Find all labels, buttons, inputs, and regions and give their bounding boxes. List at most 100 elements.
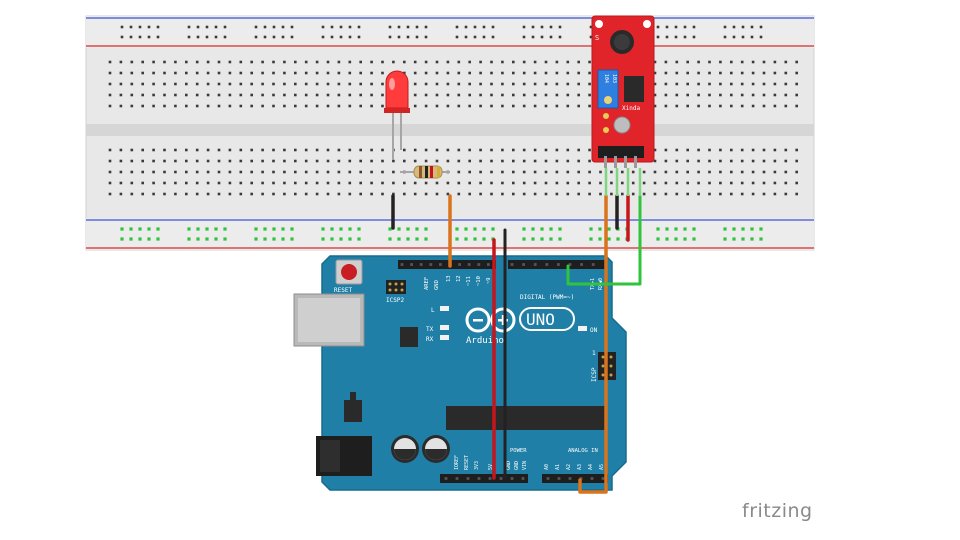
sensor-header <box>598 146 644 158</box>
hole <box>141 82 144 86</box>
hole <box>261 170 264 174</box>
hole <box>773 71 777 75</box>
hole <box>762 82 766 86</box>
hole <box>558 237 562 241</box>
hole <box>533 71 537 75</box>
hole <box>549 237 553 241</box>
hole <box>522 227 526 231</box>
hole <box>439 263 442 266</box>
hole <box>435 82 439 86</box>
hole <box>544 192 548 196</box>
hole <box>339 35 343 39</box>
hole <box>588 71 591 75</box>
d13-label: 13 <box>446 275 452 282</box>
hole <box>413 148 417 152</box>
hole <box>315 93 319 97</box>
hole <box>357 25 361 29</box>
hole <box>357 227 361 231</box>
hole <box>304 148 308 152</box>
hole <box>195 93 199 97</box>
hole <box>719 181 722 185</box>
hole <box>163 148 166 152</box>
hole <box>719 192 722 196</box>
hole <box>533 60 537 64</box>
hole <box>272 237 276 241</box>
hole <box>759 227 763 231</box>
hole <box>294 148 297 152</box>
hole <box>119 82 123 86</box>
hole <box>228 104 232 108</box>
analog-header <box>542 474 608 483</box>
hole <box>119 192 123 196</box>
hole <box>406 227 410 231</box>
hole <box>217 104 221 108</box>
hole <box>566 192 570 196</box>
hole <box>566 159 570 163</box>
fritzing-watermark: fritzing <box>742 500 813 522</box>
hole <box>130 82 134 86</box>
hole <box>555 93 559 97</box>
hole <box>321 35 325 39</box>
hole <box>482 25 486 29</box>
hole <box>108 159 112 163</box>
hole <box>326 82 330 86</box>
hole <box>675 104 679 108</box>
wire-sensor-d2 <box>566 194 642 286</box>
hole <box>477 263 481 266</box>
hole <box>138 237 142 241</box>
hole <box>732 25 736 29</box>
hole <box>490 104 493 108</box>
hole <box>381 181 384 185</box>
hole <box>250 159 253 163</box>
hole <box>413 159 417 163</box>
hole <box>631 181 635 185</box>
hole <box>141 148 144 152</box>
hole <box>283 71 286 75</box>
hole <box>129 25 133 29</box>
hole <box>337 159 341 163</box>
hole <box>751 71 755 75</box>
hole <box>263 25 267 29</box>
hole <box>784 159 788 163</box>
hole <box>403 60 406 64</box>
hole <box>653 104 657 108</box>
hole <box>750 237 754 241</box>
hole <box>228 159 232 163</box>
hole <box>294 181 297 185</box>
hole <box>751 93 755 97</box>
hole <box>501 159 504 163</box>
hole <box>555 71 559 75</box>
hole <box>348 82 352 86</box>
hole <box>205 237 209 241</box>
hole <box>674 35 678 39</box>
wire-sensor-a5 <box>578 194 608 494</box>
hole <box>762 93 766 97</box>
hole <box>250 82 253 86</box>
hole <box>566 71 570 75</box>
hole <box>512 104 515 108</box>
hole <box>141 60 144 64</box>
digital-label: DIGITAL (PWM=~) <box>520 294 574 301</box>
hole <box>740 93 744 97</box>
hole <box>762 148 766 152</box>
hole <box>773 170 777 174</box>
hole <box>697 170 700 174</box>
hole <box>457 71 461 75</box>
hole <box>283 181 286 185</box>
hole <box>272 227 276 231</box>
hole <box>577 192 580 196</box>
hole <box>675 60 679 64</box>
hole <box>147 237 151 241</box>
hole <box>683 35 687 39</box>
hole <box>424 93 428 97</box>
hole <box>501 82 504 86</box>
hole <box>491 227 495 231</box>
hole <box>719 71 722 75</box>
hole <box>697 71 700 75</box>
hole <box>653 181 657 185</box>
hole <box>457 104 461 108</box>
hole <box>540 237 544 241</box>
hole <box>540 35 544 39</box>
hole <box>653 71 657 75</box>
hole <box>697 159 700 163</box>
